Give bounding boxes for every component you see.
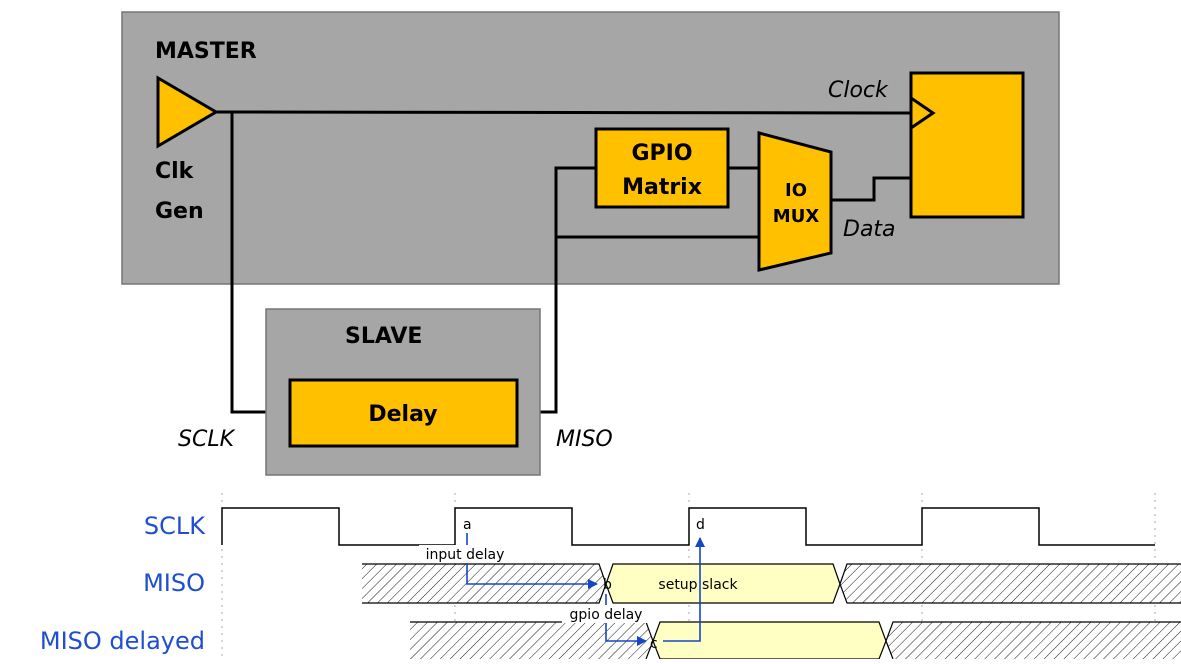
timing-arrows bbox=[466, 533, 705, 646]
input-delay-arrow bbox=[466, 563, 598, 589]
master-label: MASTER bbox=[155, 39, 257, 64]
miso-invalid-region-2 bbox=[840, 564, 1181, 603]
flip-flop-clock-notch bbox=[910, 96, 936, 130]
clk-gen-label-line1: Clk bbox=[155, 159, 195, 184]
io-mux-label-line1: IO bbox=[785, 180, 807, 201]
flip-flop-box bbox=[909, 71, 1025, 219]
sclk-wire-label: SCLK bbox=[178, 427, 236, 452]
marker-b: b bbox=[603, 577, 612, 593]
marker-d: d bbox=[696, 517, 705, 533]
marker-a: a bbox=[463, 517, 472, 533]
clk-gen-triangle bbox=[156, 75, 219, 149]
miso-wire-label: MISO bbox=[556, 427, 613, 452]
io-mux-label-line2: MUX bbox=[773, 206, 820, 227]
signal-name-sclk: SCLK bbox=[144, 512, 206, 540]
clk-gen-label-line2: Gen bbox=[155, 199, 204, 224]
input-delay-label: input delay bbox=[426, 547, 505, 563]
signal-name-miso: MISO bbox=[143, 569, 205, 597]
gpio-delay-label-bg bbox=[562, 605, 650, 623]
miso-delayed-invalid-edge bbox=[410, 621, 654, 660]
setup-slack-label-bg bbox=[649, 574, 748, 594]
gpio-matrix-box bbox=[594, 127, 730, 209]
data-label: Data bbox=[843, 217, 896, 242]
master-panel bbox=[121, 11, 1060, 285]
miso-delayed-invalid-region-2 bbox=[886, 622, 1181, 659]
marker-c: c bbox=[650, 636, 658, 652]
setup-slack-label: setup slack bbox=[658, 577, 738, 593]
clock-label: Clock bbox=[828, 78, 889, 103]
delay-box bbox=[288, 378, 519, 448]
miso-invalid-edge-2 bbox=[839, 563, 1181, 604]
miso-delayed-invalid-region-1 bbox=[410, 622, 653, 659]
data-wire bbox=[831, 176, 911, 202]
gpio-delay-arrow-2 bbox=[605, 623, 647, 646]
delay-label: Delay bbox=[368, 402, 437, 427]
signal-name-miso-delayed: MISO delayed bbox=[40, 627, 205, 655]
gpio-matrix-label-line1: GPIO bbox=[631, 141, 692, 166]
gpio-delay-label: gpio delay bbox=[570, 607, 643, 623]
input-delay-label-bg bbox=[419, 545, 512, 563]
setup-slack-arrow bbox=[663, 537, 705, 642]
sclk-waveform bbox=[221, 507, 1155, 546]
slave-label: SLAVE bbox=[345, 324, 422, 349]
clock-wire bbox=[215, 110, 912, 115]
miso-delayed-invalid-edge-2 bbox=[885, 621, 1181, 660]
io-mux-trapezoid bbox=[757, 131, 833, 272]
gpio-matrix-label-line2: Matrix bbox=[622, 175, 702, 200]
